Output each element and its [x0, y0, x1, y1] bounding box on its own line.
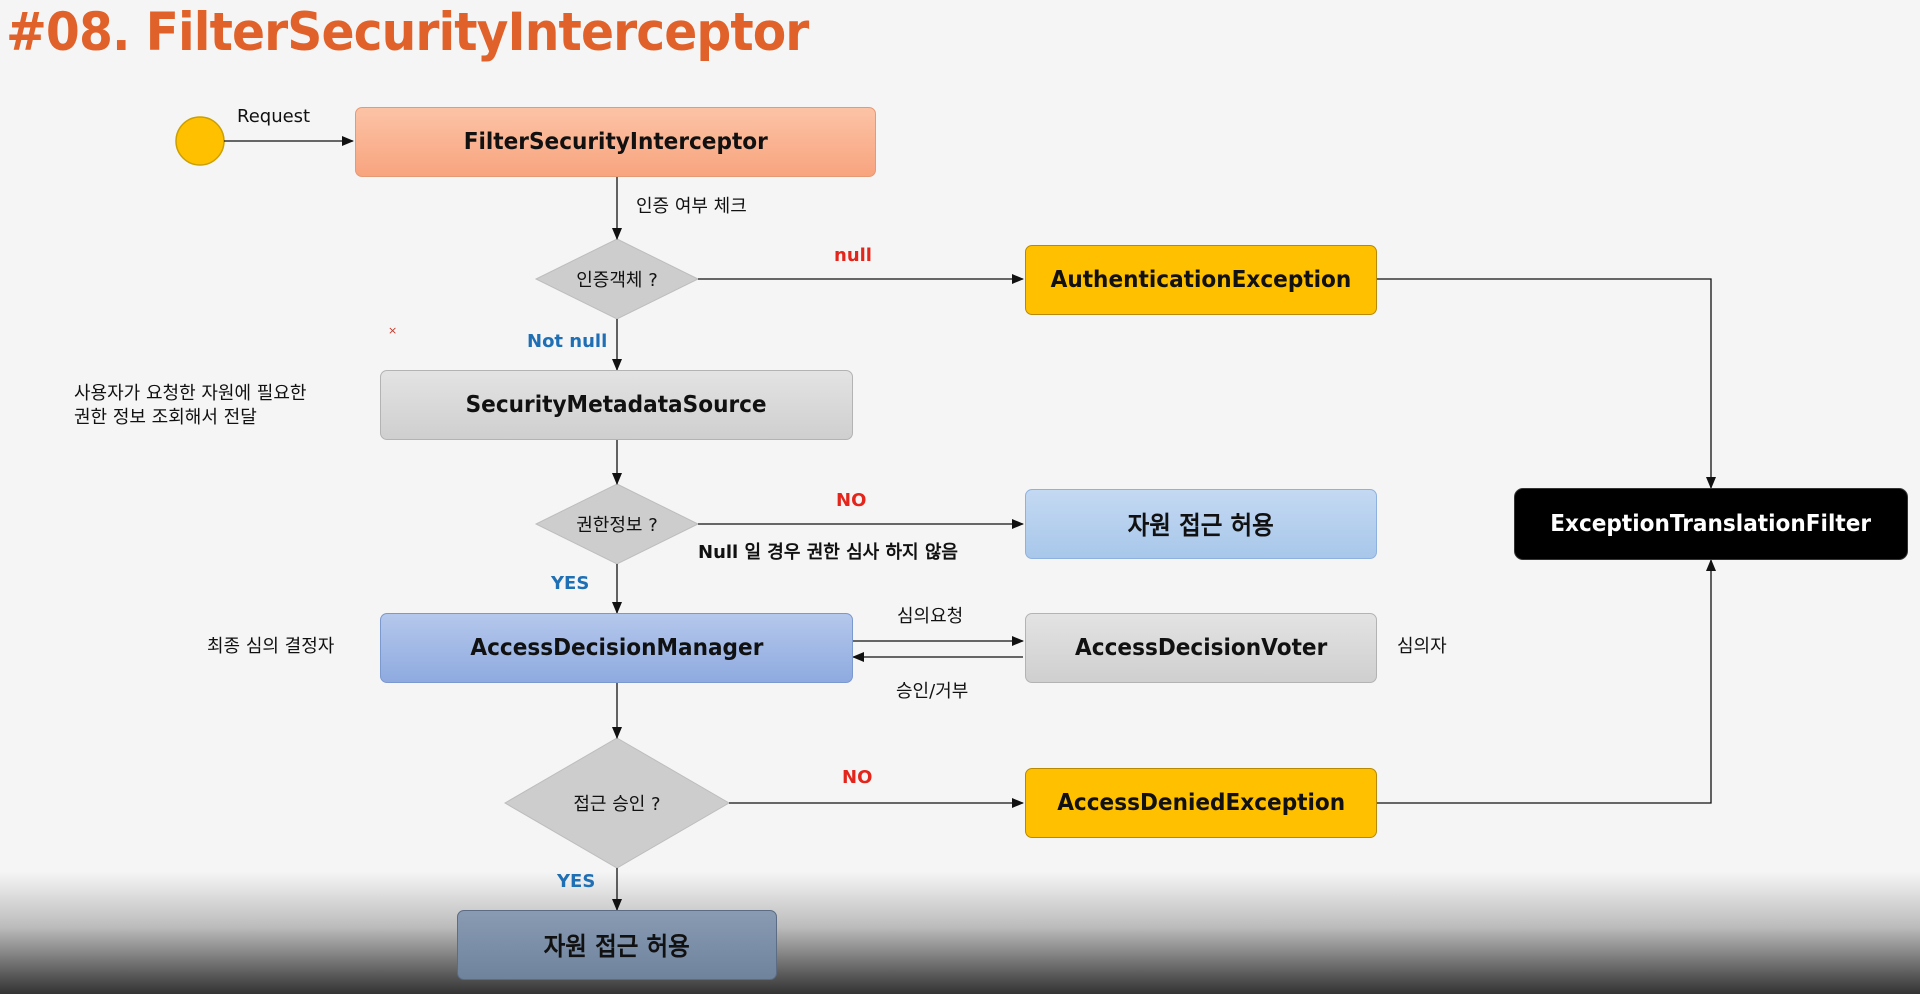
no-label-2: NO	[842, 767, 873, 788]
null-label: null	[834, 245, 872, 266]
request-label: Request	[237, 106, 311, 127]
arrow-auth-exception-to-etf	[1377, 278, 1716, 489]
small-mark: ×	[388, 324, 398, 337]
page-title: #08. FilterSecurityInterceptor	[6, 2, 809, 63]
bottom-shade	[0, 872, 1920, 994]
access-decision-manager-box: AccessDecisionManager	[380, 613, 853, 683]
resource-access-allowed-box-1: 자원 접근 허용	[1025, 489, 1377, 559]
reviewer-label: 심의자	[1397, 636, 1447, 657]
yes-label-2: YES	[557, 871, 596, 892]
decision-access-approved-text: 접근 승인 ?	[573, 794, 661, 815]
resource-access-allowed-box-2: 자원 접근 허용	[457, 910, 777, 980]
authentication-exception-box: AuthenticationException	[1025, 245, 1377, 315]
request-start-node	[175, 116, 225, 166]
null-desc-label: Null 일 경우 권한 심사 하지 않음	[698, 542, 958, 563]
not-null-label: Not null	[527, 331, 608, 352]
security-metadata-source-box: SecurityMetadataSource	[380, 370, 853, 440]
arrow-denied-to-etf	[1377, 559, 1716, 804]
metadata-desc-line2: 권한 정보 조회해서 전달	[74, 407, 257, 428]
exception-translation-filter-box: ExceptionTranslationFilter	[1514, 488, 1908, 560]
access-decision-voter-box: AccessDecisionVoter	[1025, 613, 1377, 683]
final-decider-label: 최종 심의 결정자	[207, 636, 335, 657]
yes-label-1: YES	[551, 573, 590, 594]
decision-authority-info-text: 권한정보 ?	[576, 515, 658, 536]
approve-reject-label: 승인/거부	[896, 681, 969, 702]
access-denied-exception-box: AccessDeniedException	[1025, 768, 1377, 838]
no-label-1: NO	[836, 490, 867, 511]
auth-check-label: 인증 여부 체크	[636, 196, 747, 217]
decision-auth-object-text: 인증객체 ?	[576, 270, 658, 291]
review-request-label: 심의요청	[897, 606, 964, 627]
filter-security-interceptor-box: FilterSecurityInterceptor	[355, 107, 876, 177]
metadata-desc-line1: 사용자가 요청한 자원에 필요한	[74, 383, 307, 404]
